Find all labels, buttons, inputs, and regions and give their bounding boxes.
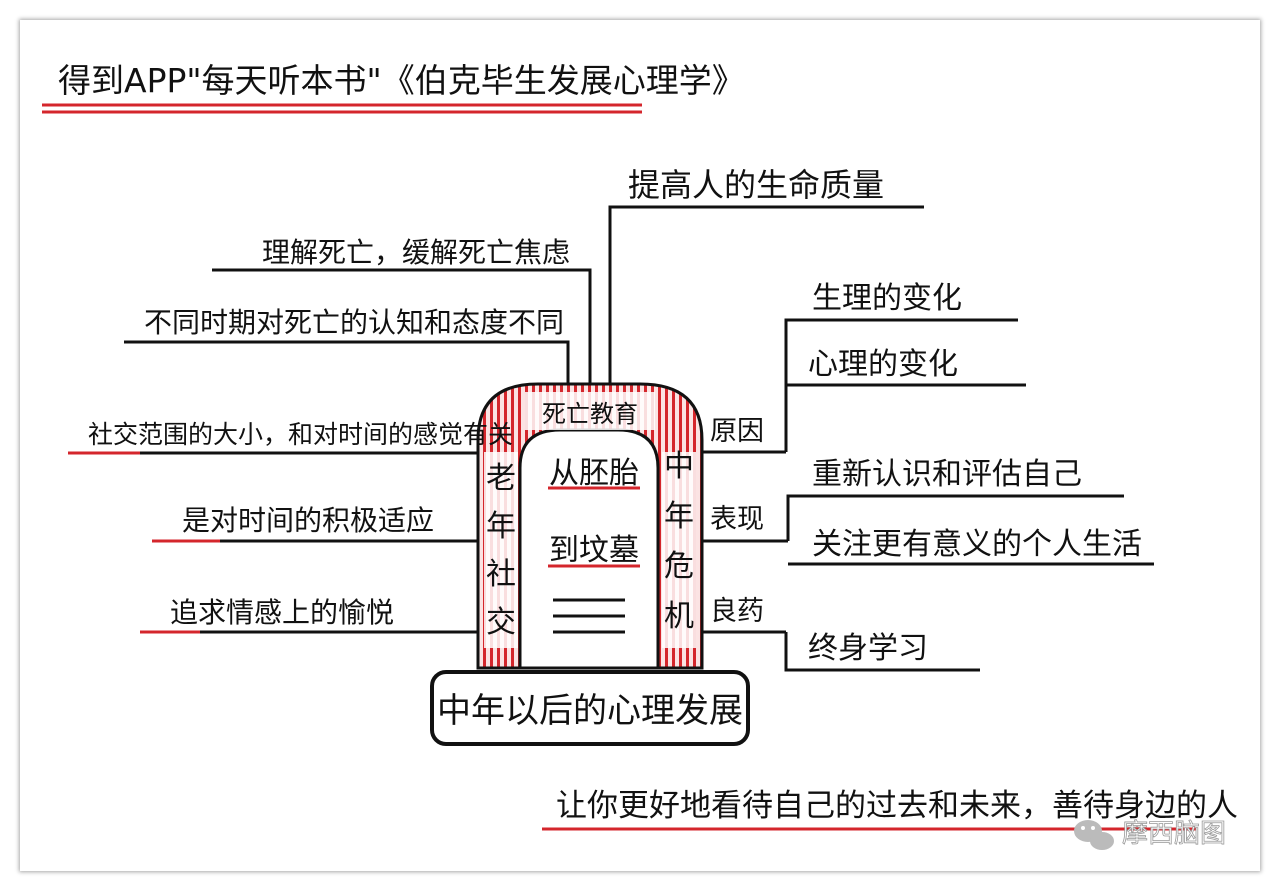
right-group-label-remedy: 良药	[710, 596, 764, 627]
left-pillar-label: 老年社交	[486, 461, 516, 640]
left-branch-3: 社交范围的大小，和对时间的感觉有关	[88, 420, 513, 449]
top-branch-text: 提高人的生命质量	[628, 166, 884, 204]
base-box	[430, 670, 750, 746]
arch-top-label: 死亡教育	[542, 400, 638, 428]
left-branch-4: 是对时间的积极适应	[182, 504, 434, 537]
left-branch-2: 不同时期对死亡的认知和态度不同	[144, 306, 564, 339]
bottom-note: 让你更好地看待自己的过去和未来，善待身边的人	[556, 788, 1238, 824]
tomb-line2-label: 到坟墓	[549, 533, 639, 568]
right-group-label-manifest: 表现	[710, 504, 764, 535]
left-pillar-text: 老年社交	[486, 461, 516, 640]
right-pillar-text: 中年危机	[664, 449, 694, 634]
tomb-line1-label: 从胚胎	[549, 456, 639, 491]
watermark: 摩西脑图	[1074, 819, 1226, 850]
right-item-meaningful-life: 关注更有意义的个人生活	[812, 527, 1142, 562]
left-branch-1: 理解死亡，缓解死亡焦虑	[262, 236, 570, 269]
right-pillar-label: 中年危机	[664, 449, 694, 634]
watermark-text: 摩西脑图	[1122, 819, 1226, 849]
right-group-label-cause: 原因	[710, 416, 764, 447]
left-branch-5: 追求情感上的愉悦	[170, 596, 394, 629]
title-text: 得到APP"每天听本书"《伯克毕生发展心理学》	[58, 61, 745, 100]
right-item-lifelong-learning: 终身学习	[808, 631, 928, 666]
right-item-psych: 心理的变化	[808, 347, 958, 382]
right-item-physio: 生理的变化	[812, 281, 962, 316]
base-label: 中年以后的心理发展	[437, 691, 743, 731]
wechat-icon	[1074, 820, 1114, 850]
arch-graphic	[430, 382, 750, 746]
right-item-reassess: 重新认识和评估自己	[812, 457, 1082, 492]
